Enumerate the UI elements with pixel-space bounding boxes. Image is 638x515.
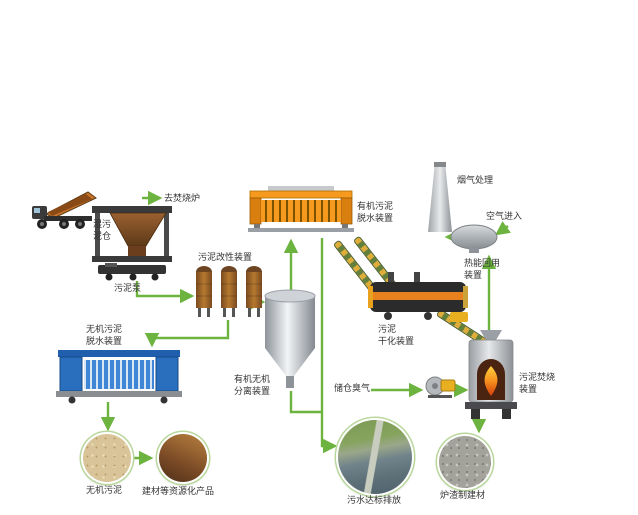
- organic-dewatering-press-illustration: [246, 184, 356, 238]
- flow-arrow: [320, 238, 338, 454]
- building-material-photo: [159, 434, 207, 482]
- label-sludge-drying-device: 污泥 干化装置: [378, 325, 415, 348]
- flow-arrow: [144, 320, 230, 348]
- slag-building-material-photo: [439, 436, 491, 488]
- label-separation-device: 有机无机 分离装置: [234, 375, 271, 398]
- inorganic-sludge-photo: [83, 434, 131, 482]
- label-air-inlet: 空气进入: [486, 212, 523, 222]
- incineration-furnace-illustration: [460, 328, 522, 426]
- flow-line: [289, 391, 321, 414]
- heat-recovery-unit-illustration: [448, 222, 500, 258]
- flow-arrow-group: [100, 190, 511, 466]
- label-heat-recovery-device: 热能回用 装置: [464, 259, 501, 282]
- label-inorganic-sludge: 无机污泥: [86, 486, 123, 496]
- sludge-modification-vessels-illustration: [194, 262, 264, 324]
- label-inorganic-dewatering-device: 无机污泥 脱水装置: [86, 325, 123, 348]
- flow-arrow: [495, 221, 511, 236]
- odor-gas-blower-illustration: [424, 372, 458, 402]
- inorganic-dewatering-press-illustration: [56, 344, 182, 408]
- label-storage-odor-gas: 储仓臭气: [334, 384, 371, 394]
- flow-arrow: [135, 281, 195, 304]
- label-flue-gas-treatment: 烟气处理: [457, 176, 494, 186]
- label-sludge-pump: 污泥泵: [114, 284, 142, 294]
- wet-sludge-silo-illustration: [90, 198, 175, 272]
- chimney-illustration: [424, 160, 456, 238]
- label-wet-sludge-silo: 湿污泥仓: [93, 220, 112, 243]
- sludge-pump-illustration: [95, 262, 170, 286]
- label-wastewater-discharge: 污水达标排放: [347, 496, 402, 506]
- sludge-dryer-illustration: [368, 272, 470, 328]
- label-sludge-incineration-device: 污泥焚烧 装置: [519, 373, 556, 396]
- label-to-incinerator: 去焚烧炉: [164, 194, 201, 204]
- label-building-material-products: 建材等资源化产品: [142, 487, 215, 497]
- wastewater-discharge-photo: [338, 420, 412, 494]
- label-sludge-modification-device: 污泥改性装置: [198, 253, 253, 263]
- separation-hopper-illustration: [262, 286, 318, 394]
- dump-truck-illustration: [30, 186, 115, 236]
- label-organic-dewatering-device: 有机污泥 脱水装置: [357, 202, 394, 225]
- label-slag-building-material: 炉渣制建材: [440, 491, 486, 501]
